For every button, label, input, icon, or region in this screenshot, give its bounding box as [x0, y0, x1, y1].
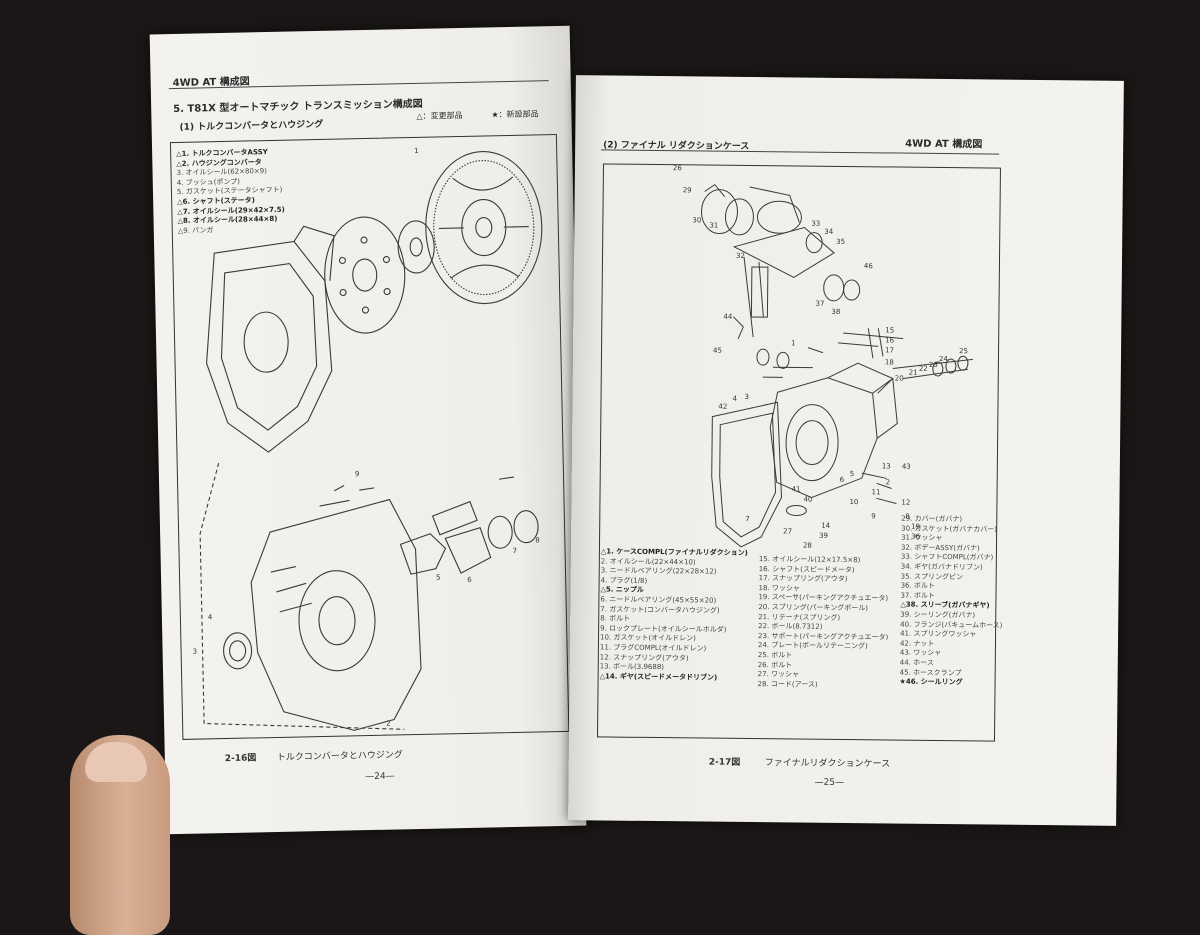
list-item: 28. コード(アース)	[757, 679, 818, 689]
callout: 46	[863, 262, 873, 271]
callout: 25	[959, 347, 969, 356]
callout: 30	[692, 216, 702, 225]
callout: 9	[354, 470, 360, 479]
torque-converter-drawing	[199, 150, 543, 731]
callout: 21	[908, 368, 918, 377]
callout: 14	[821, 521, 831, 530]
callout: 37	[815, 299, 825, 308]
list-item: ★46. シールリング	[899, 677, 963, 687]
page-number: —25—	[814, 777, 845, 788]
callout: 26	[672, 164, 682, 173]
callout: 41	[791, 485, 801, 494]
callout: 7	[745, 514, 750, 523]
callout: 12	[901, 498, 911, 507]
callout: 18	[884, 358, 894, 367]
callout: 32	[735, 251, 745, 260]
page-number: —24—	[365, 771, 395, 783]
callout: 16	[885, 336, 895, 345]
figure-number: 2-16図	[224, 753, 257, 765]
callout: 27	[783, 527, 793, 536]
callout: 3	[192, 647, 198, 656]
callout: 6	[467, 575, 472, 584]
callout: 42	[718, 402, 728, 411]
callout: 17	[885, 346, 895, 355]
callout: 24	[938, 354, 948, 364]
callout: 8	[535, 536, 540, 545]
callout: 1	[414, 146, 419, 155]
callout: 11	[871, 488, 881, 497]
figure-caption: ファイナルリダクションケース	[764, 758, 891, 770]
callout: 20	[894, 374, 904, 383]
callout: 2	[885, 478, 891, 487]
callout: 2	[386, 719, 391, 728]
left-page: 4WD AT 構成図 5. T81X 型オートマチック トランスミッション構成図…	[149, 25, 587, 835]
callout: 5	[436, 573, 441, 582]
callout: 9	[871, 512, 876, 521]
list-item: 29. カバー(ガバナ)	[901, 514, 963, 524]
callout: 4	[207, 613, 213, 622]
list-item: 44. ホース	[899, 658, 934, 667]
callout: 6	[839, 475, 845, 484]
list-item: △14. ギヤ(スピードメータドリブン)	[599, 672, 718, 682]
callout: 29	[682, 186, 692, 195]
callout: 28	[802, 541, 812, 550]
callout: 39	[819, 531, 829, 540]
callout: 1	[791, 339, 796, 348]
callout: 13	[881, 462, 891, 471]
callout: 23	[928, 360, 938, 369]
callout: 33	[811, 219, 821, 228]
right-page: (2) ファイナル リダクションケース 4WD AT 構成図	[568, 75, 1124, 826]
thumbnail-nail	[85, 742, 147, 782]
callout: 7	[512, 546, 518, 555]
callout: 35	[836, 237, 846, 246]
reduction-case-drawing	[700, 183, 974, 548]
figure-caption: トルクコンバータとハウジング	[276, 750, 403, 763]
callout: 44	[723, 312, 733, 321]
list-item: 34. ギヤ(ガバナドリブン)	[900, 562, 983, 572]
callout: 34	[824, 227, 834, 236]
callout: 10	[849, 498, 859, 507]
parts-list-col3: 29. カバー(ガバナ) 30. ガスケット(ガバナカバー) 31. ワッシャ …	[900, 515, 1004, 689]
callout: 38	[831, 307, 841, 316]
callout: 3	[744, 392, 750, 401]
callout: 40	[803, 495, 813, 504]
callout: 5	[849, 470, 855, 479]
callout: 15	[885, 326, 895, 335]
parts-list-col1: △1. ケースCOMPL(ファイナルリダクション) 2. オイルシール(22×4…	[600, 547, 748, 683]
callout: 22	[918, 364, 928, 373]
parts-list-col2: 15. オイルシール(12×17.5×8) 16. シャフト(スピードメータ) …	[757, 555, 889, 691]
callout: 4	[732, 394, 738, 403]
figure-number: 2-17図	[708, 757, 741, 768]
callout: 31	[709, 221, 719, 230]
callout: 45	[712, 346, 723, 355]
callout: 43	[901, 462, 911, 471]
list-item: 39. シーリング(ガバナ)	[900, 610, 976, 620]
